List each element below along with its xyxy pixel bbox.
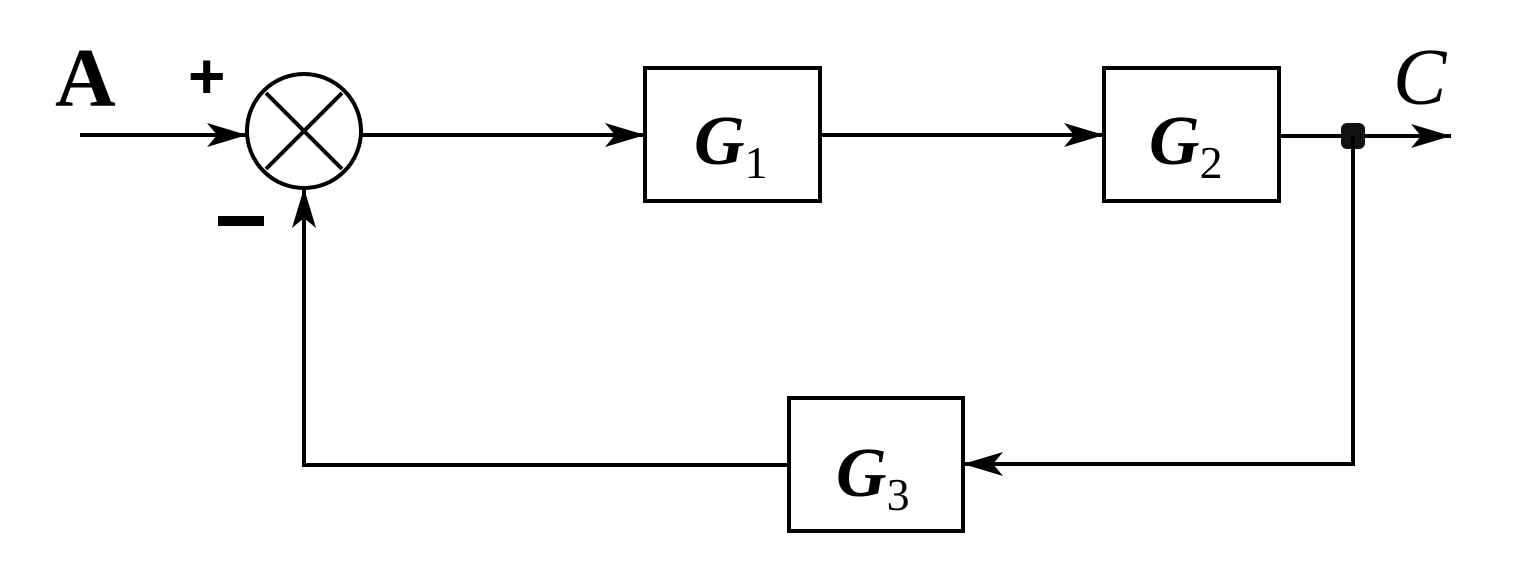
block-g1-box [643, 66, 822, 203]
block-g3: G3 [787, 396, 965, 533]
plus-sign: + [188, 40, 225, 112]
block-g2-box [1102, 66, 1281, 203]
svg-text:G1: G1 [694, 103, 768, 188]
block-g2-symbol: G [1149, 103, 1200, 180]
block-g1-subscript: 1 [745, 137, 768, 188]
svg-text:G2: G2 [1149, 103, 1223, 188]
feedback-arrow-to-sum [292, 188, 789, 467]
block-g3-subscript: 3 [887, 469, 910, 520]
svg-text:G3: G3 [836, 435, 910, 520]
input-label: A [55, 32, 116, 125]
summing-junction [245, 72, 363, 190]
block-g1: G1 [643, 66, 822, 203]
minus-sign [218, 216, 264, 226]
output-label: C [1393, 34, 1448, 122]
feedback-arrow-to-g3 [963, 136, 1355, 476]
block-g3-symbol: G [836, 435, 887, 512]
cross-line-2 [264, 91, 344, 171]
block-g2: G2 [1102, 66, 1281, 203]
block-g2-subscript: 2 [1200, 137, 1223, 188]
block-g3-box [787, 396, 965, 533]
block-g1-symbol: G [694, 103, 745, 180]
